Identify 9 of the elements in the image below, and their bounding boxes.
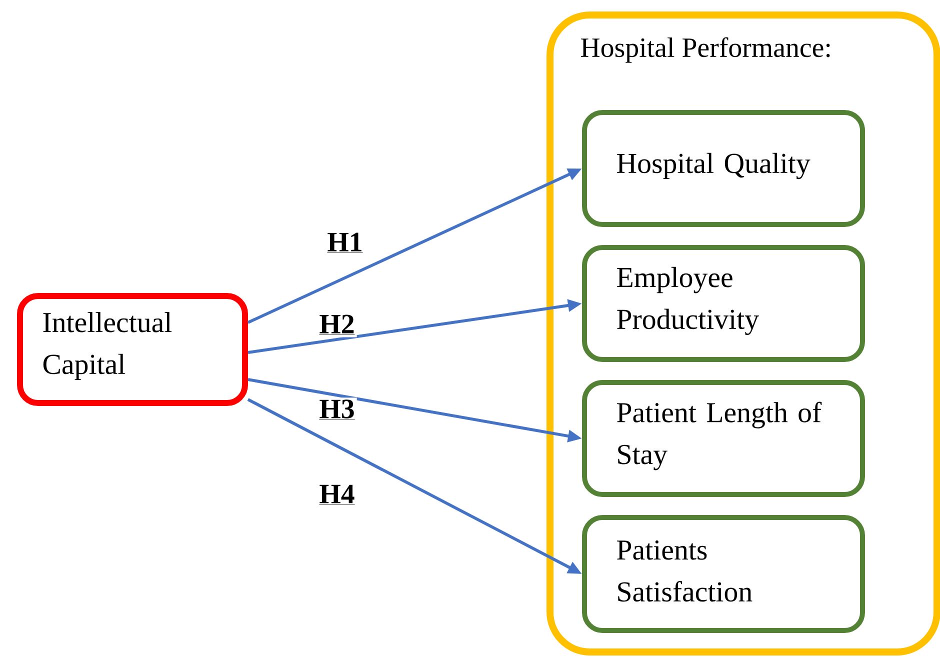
edge-label: H4 xyxy=(317,482,357,508)
concept-box: Intellectual Capital xyxy=(17,293,248,406)
edge-label: H2 xyxy=(317,312,357,338)
outcome-box: Employee Productivity xyxy=(582,245,865,362)
edge-label: H1 xyxy=(325,230,365,256)
outcome-box: Patient Length of Stay xyxy=(582,380,865,497)
outcome-box: Hospital Quality xyxy=(582,110,865,227)
outcome-box: Patients Satisfaction xyxy=(582,515,865,633)
edge-label: H3 xyxy=(317,398,357,422)
